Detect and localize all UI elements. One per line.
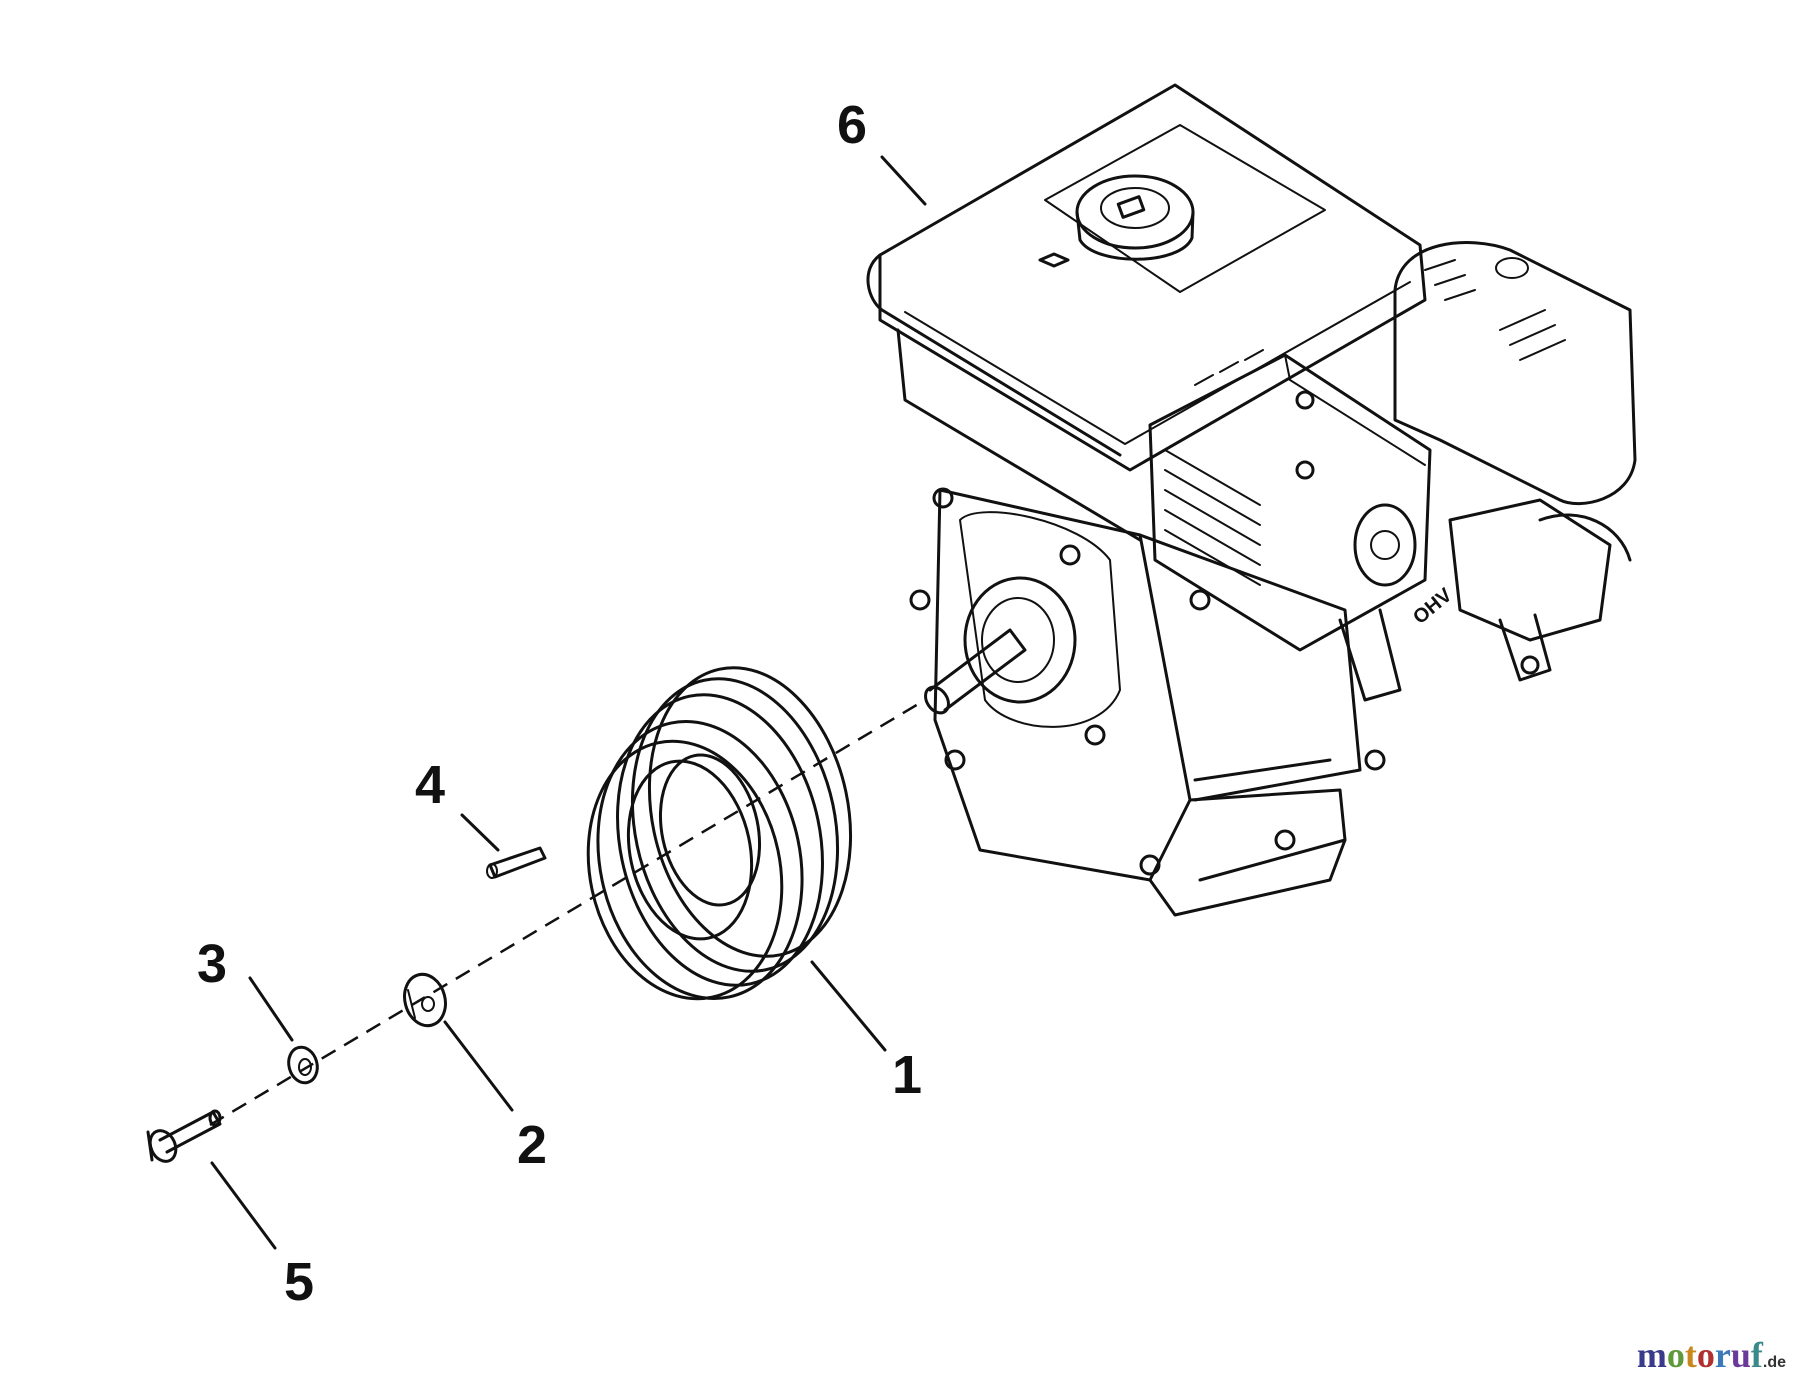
svg-text:OHV: OHV bbox=[1409, 584, 1457, 629]
callout-6: 6 bbox=[837, 95, 867, 155]
callout-4: 4 bbox=[415, 755, 445, 815]
muffler bbox=[1393, 241, 1637, 506]
key bbox=[486, 846, 547, 879]
assembly-centerline bbox=[209, 698, 926, 1127]
callout-3: 3 bbox=[197, 934, 227, 994]
engine-bolts bbox=[909, 487, 1386, 876]
callout-1: 1 bbox=[892, 1045, 922, 1105]
pulley bbox=[586, 666, 853, 1001]
washer bbox=[403, 972, 447, 1028]
leader-lines bbox=[210, 155, 927, 1250]
watermark-logo: motoruf.de bbox=[1636, 1335, 1786, 1375]
bolt bbox=[146, 1109, 222, 1163]
callout-2: 2 bbox=[517, 1115, 547, 1175]
shroud-vents bbox=[1164, 349, 1264, 586]
callout-5: 5 bbox=[284, 1252, 314, 1312]
lock-washer bbox=[287, 1045, 319, 1085]
fuel-cap bbox=[1075, 174, 1195, 261]
engine: OHV bbox=[866, 83, 1637, 917]
